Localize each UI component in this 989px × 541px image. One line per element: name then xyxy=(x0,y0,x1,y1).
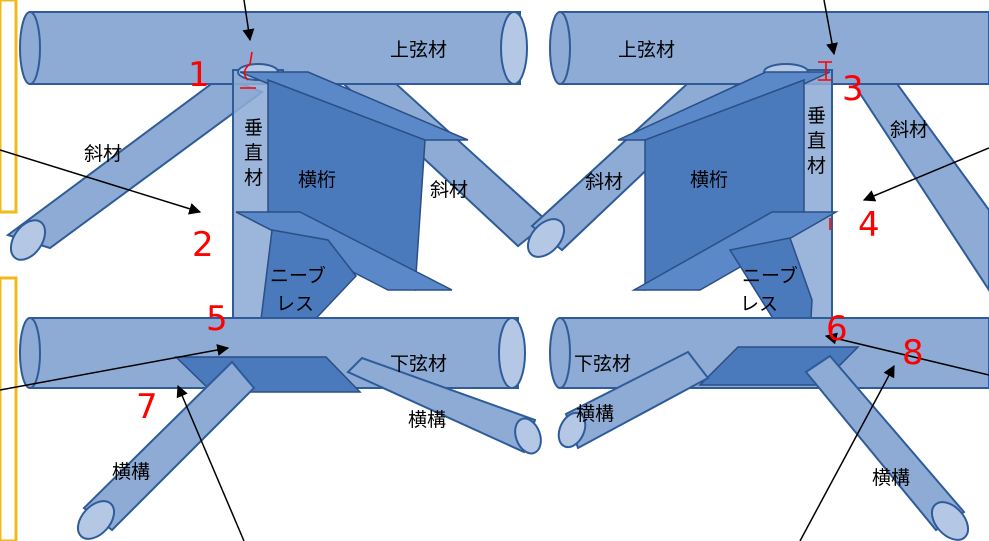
lateral-right-b xyxy=(804,354,970,541)
label-top-chord-left: 上弦材 xyxy=(390,39,447,61)
arrow-to-2 xyxy=(0,149,202,215)
floor-beam-left xyxy=(235,71,469,292)
label-bottom-chord-right: 下弦材 xyxy=(574,353,631,375)
marker-number-7: 7 xyxy=(136,387,158,427)
label-vertical-right-1: 垂 xyxy=(807,105,826,127)
label-vertical-right-3: 材 xyxy=(807,155,826,177)
label-lateral-left-b: 横構 xyxy=(408,409,446,431)
weld-mark-3 xyxy=(818,61,832,81)
label-top-chord-right: 上弦材 xyxy=(618,39,675,61)
arrow-to-4 xyxy=(862,147,989,202)
label-vertical-left-3: 材 xyxy=(244,167,263,189)
label-floor-beam-left: 横桁 xyxy=(298,169,336,191)
label-floor-beam-right: 横桁 xyxy=(690,169,728,191)
label-diagonal-left-inner: 斜材 xyxy=(430,179,468,201)
weld-mark-1 xyxy=(240,51,256,89)
label-knee-brace-left-2: レス xyxy=(276,293,314,315)
label-bottom-chord-left: 下弦材 xyxy=(390,353,447,375)
label-knee-brace-right-2: レス xyxy=(740,293,778,315)
label-knee-brace-left-1: ニーブ xyxy=(270,264,326,287)
arrow-to-7 xyxy=(176,384,245,541)
marker-number-8: 8 xyxy=(902,333,924,373)
marker-number-4: 4 xyxy=(858,205,880,245)
diagonal-left-outer xyxy=(5,74,265,261)
arrow-to-5 xyxy=(0,344,230,391)
marker-number-3: 3 xyxy=(842,69,864,109)
label-diagonal-left-outer: 斜材 xyxy=(84,143,122,165)
label-lateral-right-b: 横構 xyxy=(872,467,910,489)
lateral-left-a xyxy=(76,360,256,540)
marker-number-2: 2 xyxy=(192,225,214,265)
label-diagonal-right-inner: 斜材 xyxy=(585,171,623,193)
arrow-to-8 xyxy=(799,364,895,541)
marker-number-5: 5 xyxy=(206,299,228,339)
label-vertical-left-2: 直 xyxy=(244,142,263,164)
label-vertical-left-1: 垂 xyxy=(244,117,263,139)
label-diagonal-right-outer: 斜材 xyxy=(890,119,928,141)
arrow-top-right xyxy=(823,0,838,56)
label-knee-brace-right-1: ニーブ xyxy=(742,264,798,287)
marker-number-6: 6 xyxy=(826,309,848,349)
yellow-frame-bottom xyxy=(0,276,18,541)
arrow-to-6 xyxy=(824,332,989,376)
lateral-right-a xyxy=(557,350,710,450)
lateral-left-b xyxy=(346,356,542,455)
yellow-frame-top xyxy=(0,0,18,214)
label-vertical-right-2: 直 xyxy=(807,130,826,152)
arrow-top-left xyxy=(242,0,255,42)
label-lateral-left-a: 横構 xyxy=(112,461,150,483)
top-chord-right xyxy=(549,11,989,85)
label-lateral-right-a: 横構 xyxy=(576,403,614,425)
marker-number-1: 1 xyxy=(188,55,210,95)
